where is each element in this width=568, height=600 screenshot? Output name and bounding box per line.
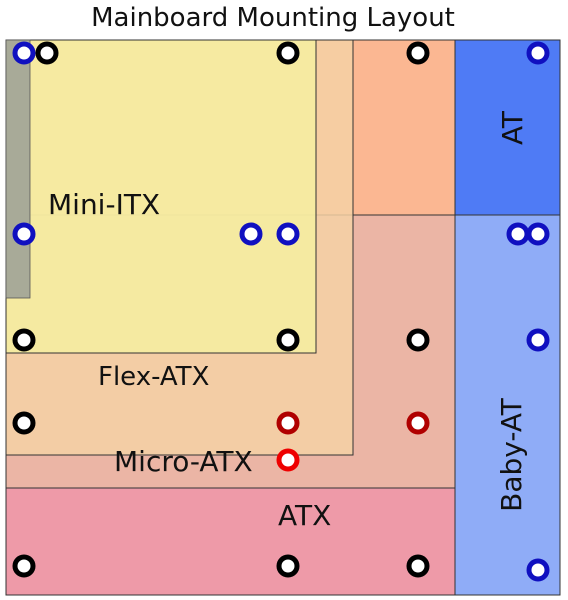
mounting-hole xyxy=(12,222,36,246)
mounting-hole xyxy=(276,222,300,246)
mounting-hole xyxy=(526,41,550,65)
at-board xyxy=(454,39,561,216)
io-shield xyxy=(5,39,31,299)
mounting-hole xyxy=(12,554,36,578)
mounting-hole xyxy=(526,558,550,582)
micro-atx-label: Micro-ATX xyxy=(114,445,253,478)
mounting-hole xyxy=(12,328,36,352)
mounting-hole xyxy=(12,411,36,435)
mounting-hole xyxy=(239,222,263,246)
mounting-hole xyxy=(276,41,300,65)
mounting-hole xyxy=(276,328,300,352)
baby-at-label: Baby-AT xyxy=(495,397,528,512)
mounting-hole xyxy=(12,41,36,65)
baby-at-board xyxy=(454,214,561,596)
mounting-hole xyxy=(526,328,550,352)
mounting-hole xyxy=(276,411,300,435)
mounting-hole xyxy=(406,328,430,352)
mounting-hole xyxy=(506,222,530,246)
diagram-title: Mainboard Mounting Layout xyxy=(91,3,455,33)
mini-itx-label: Mini-ITX xyxy=(48,188,160,221)
mounting-hole xyxy=(276,554,300,578)
at-label: AT xyxy=(496,110,529,145)
atx-label: ATX xyxy=(278,499,331,532)
flex-atx-label: Flex-ATX xyxy=(98,362,209,392)
mounting-hole xyxy=(35,41,59,65)
mini-itx-board xyxy=(5,39,317,354)
mounting-hole xyxy=(406,41,430,65)
mounting-holes xyxy=(12,41,550,582)
mounting-hole xyxy=(406,554,430,578)
mounting-hole xyxy=(276,448,300,472)
mounting-hole xyxy=(526,222,550,246)
mounting-hole xyxy=(406,411,430,435)
